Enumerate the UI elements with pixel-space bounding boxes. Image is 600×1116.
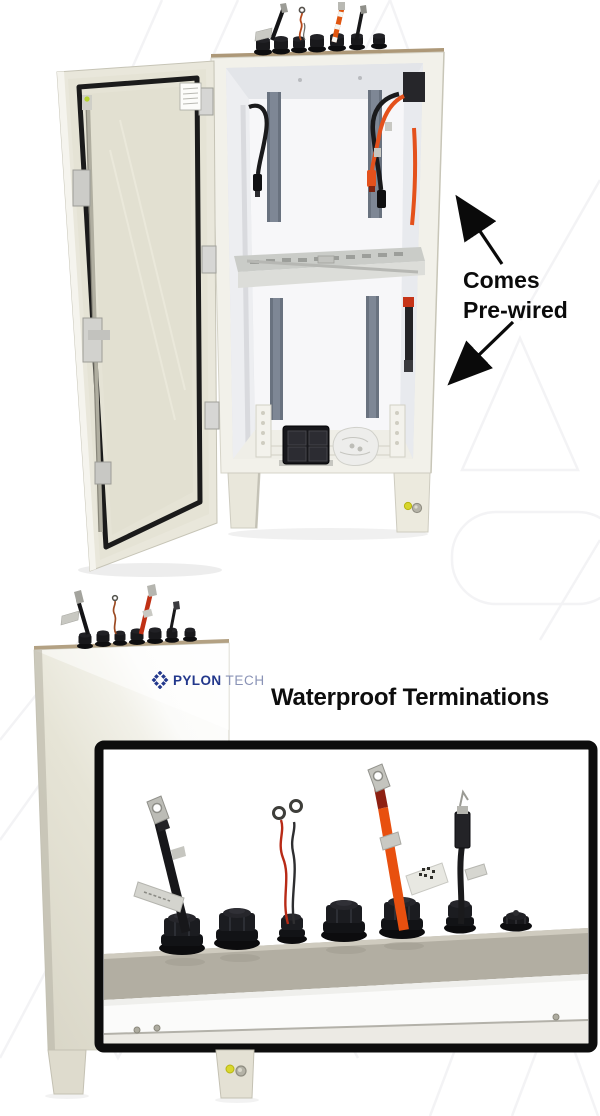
pylontech-dots-diamond-icon [151,671,169,689]
perforated-shelf [234,247,425,288]
comms-cable [168,601,180,635]
open-cabinet-photo [56,2,515,577]
closed-cabinet-roof-cables [60,584,197,649]
door-lock-rod [72,95,112,533]
prewired-arrows [447,194,515,386]
power-cable-red [138,584,157,635]
door-spec-label [179,82,202,111]
door-hinges [198,87,220,430]
brand-name-bold: PYLON [173,672,222,688]
inset-orange-power-cable [367,763,449,931]
open-door [56,60,222,577]
annotation-line-1: Comes [463,267,540,293]
comms-cable-black [354,5,367,43]
interior-cables [248,72,425,372]
comes-prewired-annotation: Comes Pre-wired [463,265,568,325]
sense-wire [111,594,119,635]
power-cable-black [254,3,288,42]
closed-cabinet-photo [33,584,598,1103]
annotation-line-2: Pre-wired [463,297,568,323]
inset-cabinet-top [103,928,589,1044]
bottom-compartment [255,404,406,466]
inset-termination-photo [94,740,598,1053]
waterproof-terminations-title: Waterproof Terminations [271,684,550,711]
roof-cable-terminations [254,2,387,56]
cabinet-interior [226,63,425,466]
inset-ethernet-cable [454,789,488,925]
cabinet-feet [227,472,431,540]
sense-wires-red [298,6,306,41]
power-cable-orange-striped [331,2,345,43]
power-cable-black [60,590,90,635]
closed-cabinet-feet [45,1049,259,1103]
inset-black-power-cable [133,795,191,934]
inset-sense-wires [272,799,303,925]
brand-name-light: TECH [225,672,265,688]
